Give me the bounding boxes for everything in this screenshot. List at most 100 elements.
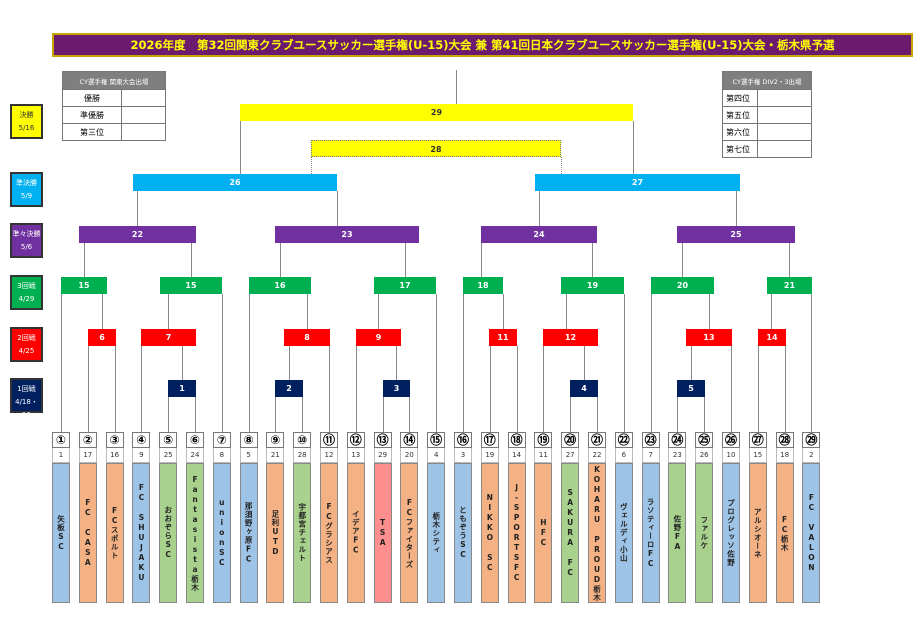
match-box-24[interactable]: 24 [481,226,597,243]
match-box-26[interactable]: 26 [133,174,337,191]
connector-line [240,121,241,174]
team-seed: 19 [480,448,499,463]
match-box-9[interactable]: 9 [356,329,401,346]
bracket-position: ㉓ [641,432,660,448]
match-box-6[interactable]: 6 [88,329,116,346]
team-name-cell[interactable]: プログレッソ佐野 [722,463,740,603]
match-box-7[interactable]: 7 [141,329,196,346]
team-name-cell[interactable]: 足利UTD [266,463,285,603]
team-name-cell[interactable]: NIKKO SC [480,463,499,603]
rank-label: 第三位 [62,123,122,141]
connector-line [289,346,290,380]
team-name-cell[interactable]: 那須野ヶ原FC [239,463,258,603]
match-box-15[interactable]: 15 [61,277,107,294]
team-name-cell[interactable]: 佐野FA [668,463,687,603]
team-name-cell[interactable]: TSA [373,463,392,603]
connector-line [633,121,634,174]
team-name-cell[interactable]: FCスポルト [105,463,124,603]
match-box-28[interactable]: 28 [311,140,561,157]
round-name: 3回戦 [17,282,36,290]
match-box-5[interactable]: 5 [677,380,705,397]
team-name-cell[interactable]: J-SPORTSFC [507,463,526,603]
match-box-4[interactable]: 4 [570,380,598,397]
team-name-cell[interactable]: 宇都宮チェルト [293,463,312,603]
match-box-3[interactable]: 3 [383,380,410,397]
match-box-23[interactable]: 23 [275,226,419,243]
team-name-cell[interactable]: FCファイターズ [400,463,419,603]
match-box-19[interactable]: 19 [561,277,624,294]
team-name-cell[interactable]: FCグラシアス [320,463,338,603]
connector-line [378,294,379,329]
match-box-11[interactable]: 11 [489,329,517,346]
team-name-cell[interactable]: FC CASA [78,463,97,603]
team-name-cell[interactable]: 矢板SC [52,463,70,603]
team-name-cell[interactable]: KOHARU PROUD栃木 [588,463,606,603]
match-box-1[interactable]: 1 [168,380,196,397]
team-name: FC CASA [83,498,93,568]
match-box-25[interactable]: 25 [677,226,795,243]
connector-line [592,243,593,277]
match-box-14[interactable]: 14 [758,329,786,346]
team-name-cell[interactable]: 栃木シティ [427,463,446,603]
match-box-15[interactable]: 15 [160,277,222,294]
team-name-cell[interactable]: FC VALON [802,463,821,603]
team-name-cell[interactable]: イデアFC [346,463,365,603]
match-box-8[interactable]: 8 [284,329,330,346]
match-box-13[interactable]: 13 [686,329,732,346]
match-box-20[interactable]: 20 [651,277,714,294]
team-name-cell[interactable]: アルシオーネ [748,463,767,603]
team-name-cell[interactable]: FC SHUJAKU [132,463,151,603]
round-date: 4/18・19 [15,398,38,419]
match-box-27[interactable]: 27 [535,174,740,191]
match-box-29[interactable]: 29 [240,104,633,121]
team-name-cell[interactable]: Fantasista栃木 [186,463,204,603]
match-box-18[interactable]: 18 [463,277,503,294]
team-name-cell[interactable]: ともぞうSC [454,463,472,603]
team-name-cell[interactable]: ラソティーロFC [641,463,660,603]
team-name-cell[interactable]: FC栃木 [775,463,794,603]
team-name-cell[interactable]: SAKURA FC [561,463,580,603]
match-box-17[interactable]: 17 [374,277,436,294]
team-name-cell[interactable]: おおぞらSC [159,463,178,603]
match-box-21[interactable]: 21 [767,277,812,294]
team-name-cell[interactable]: ファルケ [695,463,714,603]
team-name-cell[interactable]: ヴェルディ小山 [614,463,633,603]
match-box-2[interactable]: 2 [275,380,303,397]
match-box-22[interactable]: 22 [79,226,196,243]
team-name-cell[interactable]: HFC [534,463,553,603]
match-box-16[interactable]: 16 [249,277,311,294]
team-name-cell[interactable]: unionSC [212,463,231,603]
match-box-12[interactable]: 12 [543,329,598,346]
